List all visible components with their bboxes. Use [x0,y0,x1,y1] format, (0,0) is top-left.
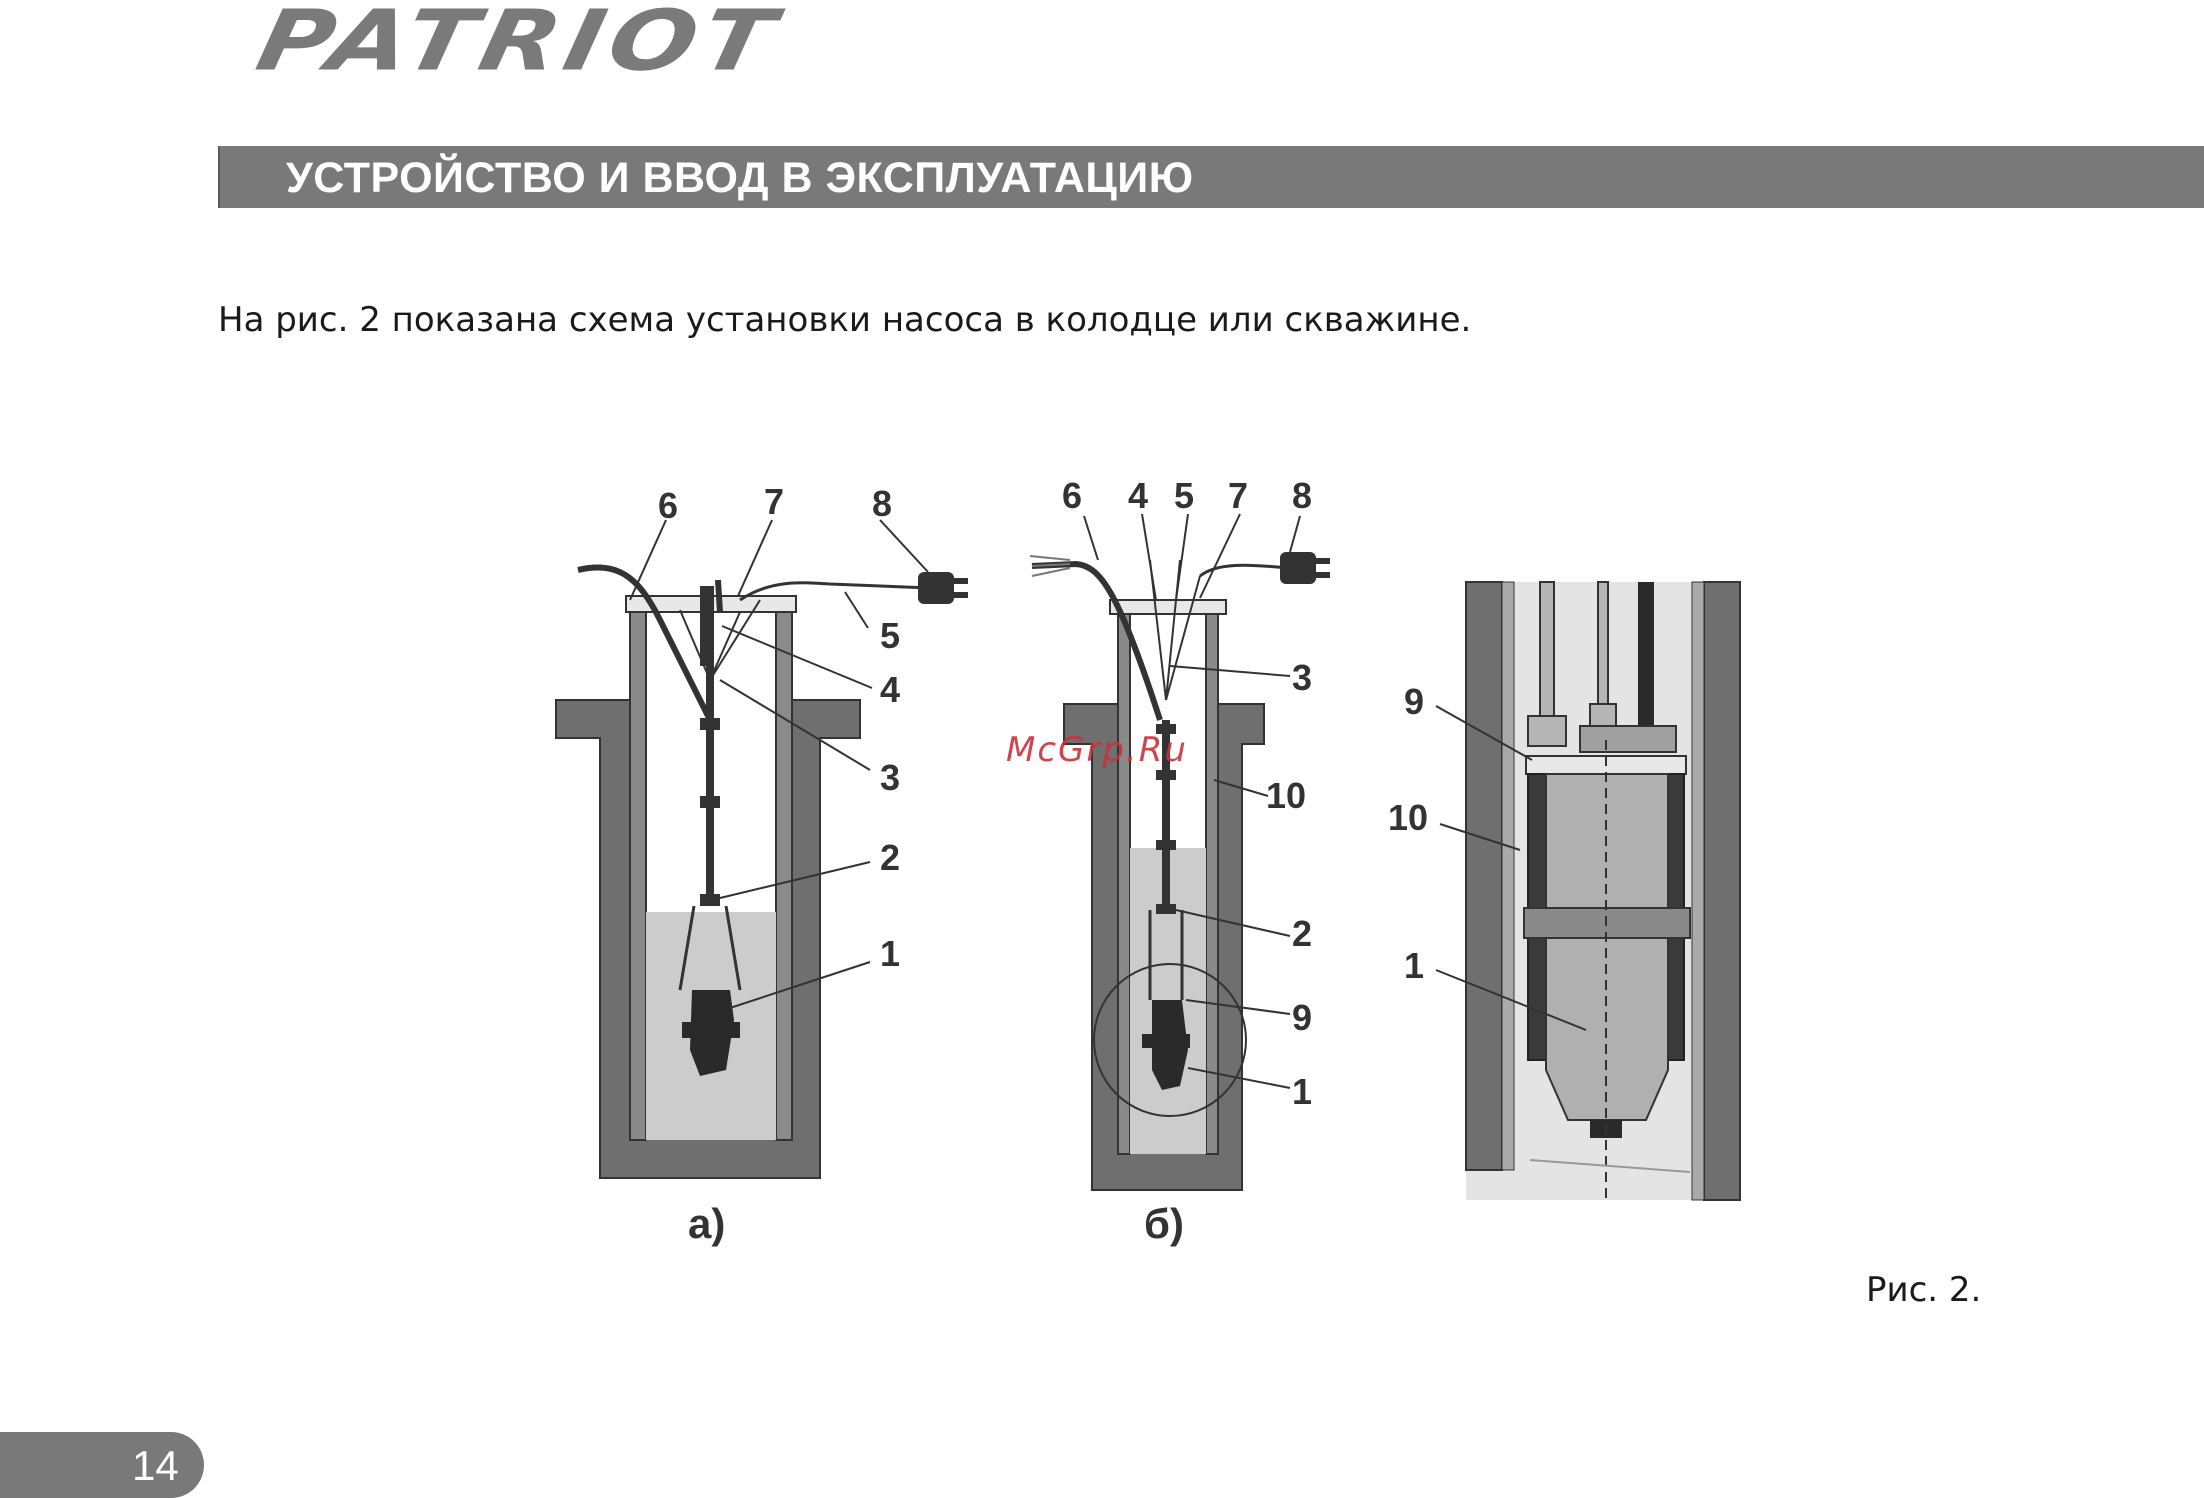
panel-a-callout-2: 2 [880,837,900,878]
panel-b-callout-8: 8 [1292,475,1312,516]
detail-callout-1: 1 [1404,945,1424,986]
panel-b-label: б) [1144,1200,1184,1247]
watermark-text: McGrp.Ru [1006,730,1188,770]
panel-a-callout-6: 6 [658,485,678,526]
panel-a-callout-8: 8 [872,483,892,524]
page-number: 14 [132,1442,179,1490]
detail-callout-10: 10 [1388,797,1428,838]
panel-a-callout-3: 3 [880,757,900,798]
panel-b-callout-4: 4 [1128,475,1148,516]
panel-b-diagram: 6 4 5 7 8 3 10 2 9 1 б) [1030,475,1330,1247]
panel-b-callout-7: 7 [1228,475,1248,516]
panel-a-label: а) [688,1200,725,1247]
panel-a-callout-7: 7 [764,481,784,522]
detail-callout-9: 9 [1404,681,1424,722]
panel-a-callout-4: 4 [880,669,900,710]
panel-a-diagram: 6 7 8 5 4 3 2 1 а) [556,481,968,1247]
panel-b-callout-10: 10 [1266,775,1306,816]
panel-detail-diagram: 9 10 1 [1388,582,1740,1200]
panel-b-callout-3: 3 [1292,657,1312,698]
figure-caption: Рис. 2. [1866,1270,1981,1310]
panel-b-callout-6: 6 [1062,475,1082,516]
panel-b-callout-1: 1 [1292,1071,1312,1112]
panel-a-callout-1: 1 [880,933,900,974]
panel-a-callout-5: 5 [880,615,900,656]
panel-b-callout-5: 5 [1174,475,1194,516]
panel-b-callout-9: 9 [1292,997,1312,1038]
panel-b-callout-2: 2 [1292,913,1312,954]
page-number-tab: 14 [0,1432,204,1498]
